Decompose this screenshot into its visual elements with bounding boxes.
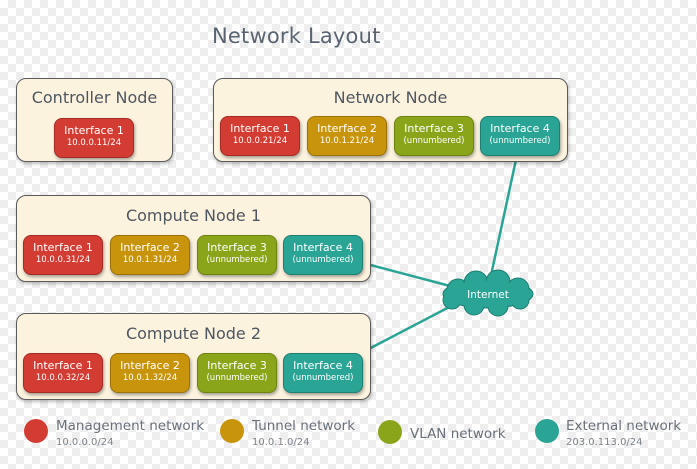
legend-subnet-external: 203.0.113.0/24	[566, 437, 643, 448]
controller-interface-1: Interface 1 10.0.0.11/24	[54, 118, 134, 158]
compute-node-1: Compute Node 1 Interface 1 10.0.0.31/24 …	[16, 195, 371, 282]
vlan-network-swatch	[378, 420, 402, 444]
interface-name: Interface 4	[490, 122, 550, 135]
management-network-swatch	[24, 419, 48, 443]
link-compute1-internet	[362, 261, 451, 288]
interface-address: 10.0.0.21/24	[232, 136, 288, 146]
link-network-node-internet	[488, 154, 519, 281]
interface-address: 10.0.1.32/24	[122, 373, 178, 383]
network-interface-4: Interface 4 (unnumbered)	[480, 116, 560, 156]
compute-node-2-title: Compute Node 2	[125, 324, 262, 343]
interface-name: Interface 2	[317, 122, 377, 135]
interface-name: Interface 2	[120, 241, 180, 254]
controller-node-title: Controller Node	[31, 88, 158, 107]
compute2-interface-2: Interface 2 10.0.1.32/24	[110, 353, 190, 393]
interface-name: Interface 3	[404, 122, 464, 135]
interface-address: 10.0.0.11/24	[66, 138, 122, 148]
interface-address: (unnumbered)	[292, 373, 354, 383]
interface-address: (unnumbered)	[292, 255, 354, 265]
compute2-interface-3: Interface 3 (unnumbered)	[197, 353, 277, 393]
network-node: Network Node Interface 1 10.0.0.21/24 In…	[213, 78, 568, 162]
controller-node: Controller Node Interface 1 10.0.0.11/24	[16, 78, 173, 162]
interface-name: Interface 4	[293, 359, 353, 372]
interface-address: 10.0.0.32/24	[35, 373, 91, 383]
network-interface-1: Interface 1 10.0.0.21/24	[220, 116, 300, 156]
interface-address: 10.0.0.31/24	[35, 255, 91, 265]
legend-label-vlan: VLAN network	[410, 426, 506, 442]
link-compute2-internet	[362, 302, 456, 354]
compute1-interface-4: Interface 4 (unnumbered)	[283, 235, 363, 275]
legend-label-external: External network	[566, 418, 682, 434]
interface-name: Interface 1	[230, 122, 290, 135]
internet-cloud-icon	[442, 269, 534, 317]
compute2-interface-1: Interface 1 10.0.0.32/24	[23, 353, 103, 393]
interface-name: Interface 3	[207, 241, 267, 254]
diagram-title: Network Layout	[212, 24, 381, 48]
network-interface-2: Interface 2 10.0.1.21/24	[307, 116, 387, 156]
interface-address: 10.0.1.31/24	[122, 255, 178, 265]
tunnel-network-swatch	[220, 419, 244, 443]
interface-name: Interface 1	[33, 359, 93, 372]
interface-name: Interface 1	[33, 241, 93, 254]
legend-label-tunnel: Tunnel network	[252, 418, 356, 434]
interface-address: (unnumbered)	[206, 255, 268, 265]
compute2-interface-4: Interface 4 (unnumbered)	[283, 353, 363, 393]
legend-label-management: Management network	[56, 418, 205, 434]
legend-subnet-management: 10.0.0.0/24	[56, 437, 114, 448]
network-interface-3: Interface 3 (unnumbered)	[394, 116, 474, 156]
interface-address: (unnumbered)	[489, 136, 551, 146]
legend-subnet-tunnel: 10.0.1.0/24	[252, 437, 310, 448]
interface-name: Interface 3	[207, 359, 267, 372]
interface-name: Interface 1	[64, 124, 124, 137]
network-node-title: Network Node	[333, 88, 448, 107]
interface-name: Interface 4	[293, 241, 353, 254]
compute1-interface-1: Interface 1 10.0.0.31/24	[23, 235, 103, 275]
compute-node-1-title: Compute Node 1	[125, 206, 262, 225]
compute1-interface-3: Interface 3 (unnumbered)	[197, 235, 277, 275]
interface-address: (unnumbered)	[403, 136, 465, 146]
interface-address: 10.0.1.21/24	[319, 136, 375, 146]
compute1-interface-2: Interface 2 10.0.1.31/24	[110, 235, 190, 275]
internet-label: Internet	[467, 289, 509, 301]
compute-node-2: Compute Node 2 Interface 1 10.0.0.32/24 …	[16, 313, 371, 400]
external-network-swatch	[535, 419, 559, 443]
interface-name: Interface 2	[120, 359, 180, 372]
interface-address: (unnumbered)	[206, 373, 268, 383]
